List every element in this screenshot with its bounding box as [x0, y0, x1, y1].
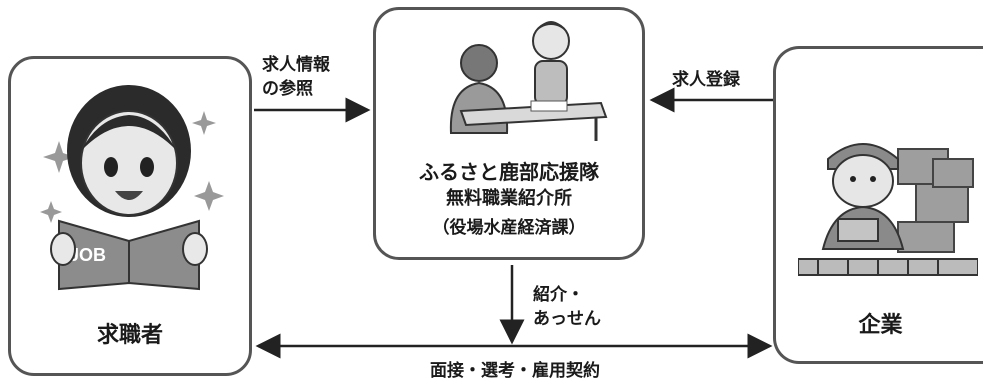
office-name-line2: 無料職業紹介所 [446, 188, 572, 209]
introduction-label-line1: 紹介・ [533, 285, 584, 305]
job-seeker-box: JOB 求職者 [8, 56, 252, 376]
office-name-line1: ふるさと鹿部応援隊 [419, 160, 599, 184]
warehouse-worker-illustration [798, 143, 978, 276]
company-box: 企業 [773, 46, 983, 364]
reference-label-line1: 求人情報 [262, 55, 330, 75]
interview-label: 面接・選考・雇用契約 [430, 361, 600, 381]
job-seeker-illustration: JOB [40, 85, 224, 291]
office-name-line3: （役場水産経済課） [432, 218, 586, 238]
svg-text:JOB: JOB [69, 245, 106, 265]
job-seeker-label: 求職者 [96, 323, 163, 348]
employment-office-box: ふるさと鹿部応援隊 無料職業紹介所 （役場水産経済課） [373, 7, 645, 260]
company-label: 企業 [858, 313, 903, 338]
reference-label-line2: の参照 [262, 79, 313, 99]
consultation-illustration [449, 21, 608, 141]
registration-label: 求人登録 [672, 70, 740, 90]
introduction-label-line2: あっせん [533, 309, 601, 329]
